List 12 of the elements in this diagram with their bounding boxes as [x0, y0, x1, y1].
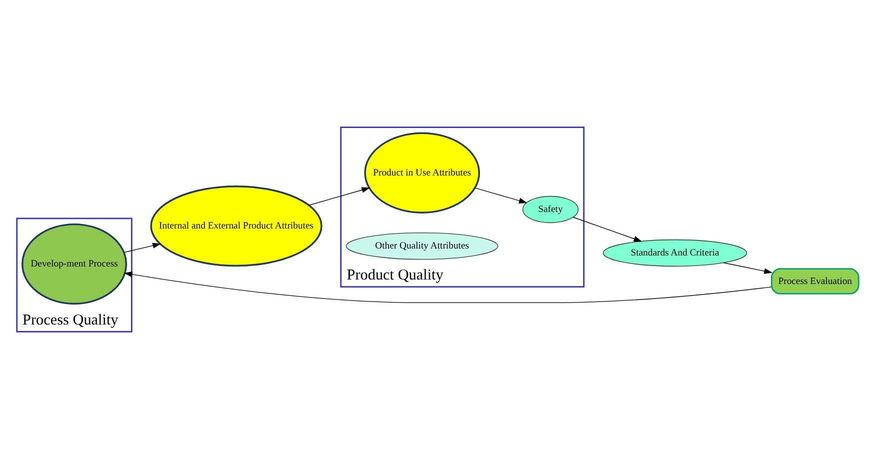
node-box: Process Evaluation — [770, 268, 860, 294]
arrow — [723, 262, 772, 274]
node-ellipse: Develop-ment Process — [21, 223, 128, 305]
arrow — [474, 188, 528, 204]
arrow — [124, 271, 772, 304]
node-ellipse: Other Quality Attributes — [346, 232, 498, 260]
arrow — [572, 216, 642, 242]
node-ellipse: Safety — [522, 196, 579, 224]
arrow — [124, 242, 161, 253]
arrow — [308, 187, 370, 206]
node-ellipse: Standards And Criteria — [602, 239, 748, 267]
node-ellipse: Product in Use Attributes — [364, 132, 480, 214]
